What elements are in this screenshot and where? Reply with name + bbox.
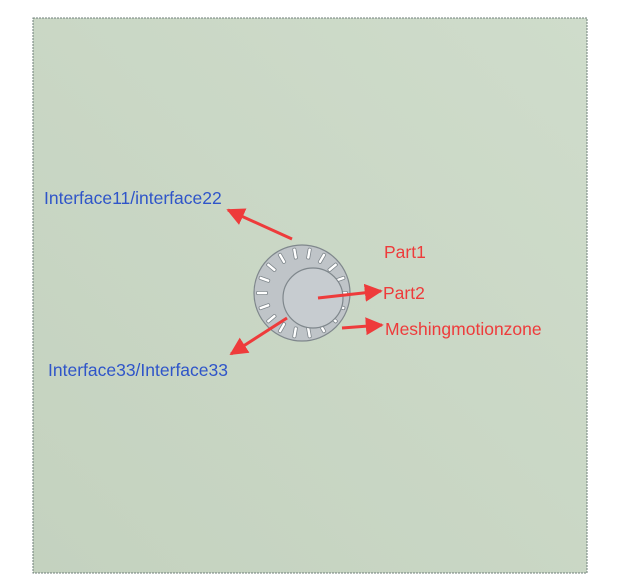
- arrow-to-interface-bottom: [229, 316, 288, 356]
- rotor-slot: [317, 252, 327, 264]
- rotor-slot: [266, 314, 277, 324]
- rotor-slot: [258, 303, 271, 311]
- label-interface-top: Interface11/interface22: [44, 188, 222, 208]
- label-part2: Part2: [383, 283, 425, 303]
- rotor-slot: [277, 322, 287, 334]
- label-meshing-zone: Meshingmotionzone: [385, 319, 542, 339]
- rotor-slot: [258, 275, 271, 283]
- rotor-slot: [256, 290, 268, 296]
- rotor-slot: [327, 262, 338, 272]
- arrow-to-meshing-zone: [341, 317, 384, 336]
- label-part1: Part1: [384, 242, 426, 262]
- rotor-slot: [277, 252, 287, 264]
- rotor-slot: [292, 247, 298, 260]
- arrow-to-interface-top: [226, 208, 293, 241]
- rotor-slot: [306, 247, 312, 260]
- rotor-slot: [266, 262, 277, 272]
- inner-hub: [282, 267, 344, 329]
- rotor-slot: [292, 326, 298, 339]
- arrow-to-part2: [317, 283, 383, 302]
- label-interface-bottom: Interface33/Interface33: [48, 360, 228, 380]
